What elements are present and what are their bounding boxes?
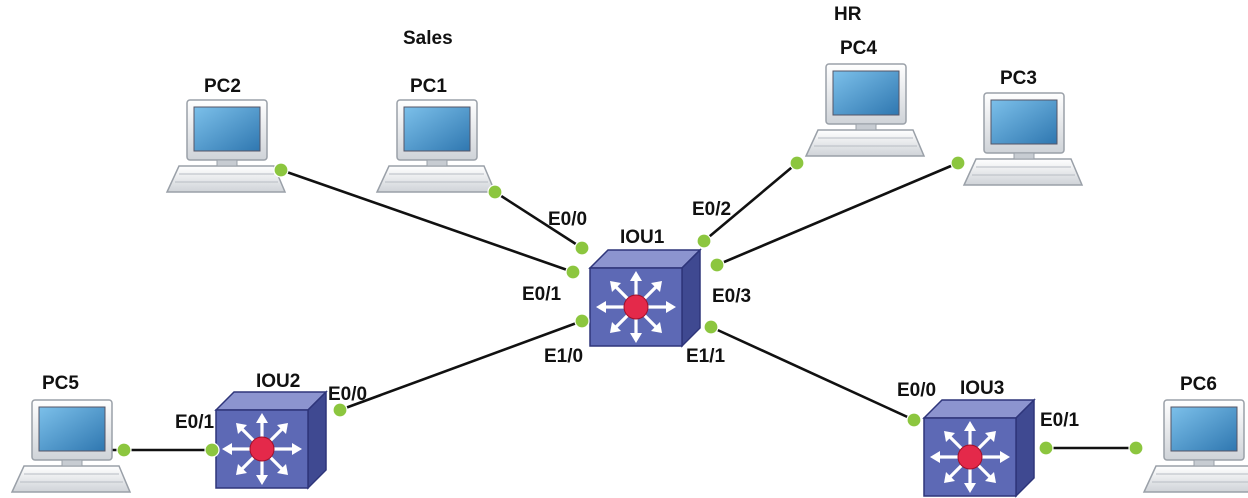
port-label-iou1-e01: E0/1 bbox=[522, 284, 562, 305]
device-label-pc1: PC1 bbox=[410, 76, 447, 97]
port-dot bbox=[1038, 440, 1054, 456]
port-dots bbox=[116, 155, 1144, 458]
link-iou2-iou1 bbox=[339, 319, 583, 412]
port-dot bbox=[204, 442, 220, 458]
link-pc1-iou1 bbox=[494, 190, 583, 250]
link-iou1-iou3 bbox=[710, 325, 915, 422]
port-label-iou2-e01: E0/1 bbox=[175, 412, 215, 433]
pc-icon bbox=[376, 99, 496, 193]
pc-icon bbox=[166, 99, 286, 193]
link-pc4-iou1 bbox=[703, 162, 798, 242]
pc-node-pc5[interactable] bbox=[11, 399, 131, 493]
port-dot bbox=[703, 319, 719, 335]
link-pc2-iou1 bbox=[280, 168, 574, 274]
switch-node-iou3[interactable] bbox=[922, 398, 1036, 498]
port-label-iou3-e01: E0/1 bbox=[1040, 410, 1080, 431]
port-dot bbox=[487, 184, 503, 200]
port-dot bbox=[950, 155, 966, 171]
device-label-pc6: PC6 bbox=[1180, 374, 1217, 395]
pc-node-pc2[interactable] bbox=[166, 99, 286, 193]
port-label-iou1-e03: E0/3 bbox=[712, 286, 751, 307]
port-dot bbox=[696, 233, 712, 249]
pc-icon bbox=[1143, 399, 1248, 493]
link-pc3-iou1 bbox=[716, 161, 959, 267]
device-label-iou2: IOU2 bbox=[256, 371, 300, 392]
device-label-iou1: IOU1 bbox=[620, 227, 665, 248]
port-dot bbox=[574, 240, 590, 256]
port-label-iou1-e00: E0/0 bbox=[548, 209, 587, 230]
multilayer-switch-icon bbox=[214, 390, 328, 490]
device-label-pc5: PC5 bbox=[42, 373, 79, 394]
switch-node-iou2[interactable] bbox=[214, 390, 328, 490]
pc-icon bbox=[11, 399, 131, 493]
pc-icon bbox=[963, 92, 1083, 186]
multilayer-switch-icon bbox=[922, 398, 1036, 498]
port-label-iou1-e11: E1/1 bbox=[686, 346, 726, 367]
device-label-pc4: PC4 bbox=[840, 38, 877, 59]
device-label-pc3: PC3 bbox=[1000, 68, 1037, 89]
port-dot bbox=[273, 162, 289, 178]
device-label-pc2: PC2 bbox=[204, 76, 241, 97]
switch-node-iou1[interactable] bbox=[588, 248, 702, 348]
port-label-iou2-e00: E0/0 bbox=[328, 384, 367, 405]
pc-node-pc6[interactable] bbox=[1143, 399, 1248, 493]
pc-node-pc3[interactable] bbox=[963, 92, 1083, 186]
port-dot bbox=[116, 442, 132, 458]
port-dot bbox=[574, 313, 590, 329]
group-label-sales: Sales bbox=[403, 28, 453, 49]
port-dot bbox=[565, 264, 581, 280]
port-dot bbox=[709, 257, 725, 273]
group-label-hr: HR bbox=[834, 4, 862, 25]
port-label-iou1-e10: E1/0 bbox=[544, 346, 583, 367]
pc-node-pc1[interactable] bbox=[376, 99, 496, 193]
port-label-iou3-e00: E0/0 bbox=[897, 380, 936, 401]
device-label-iou3: IOU3 bbox=[960, 378, 1004, 399]
pc-icon bbox=[805, 63, 925, 157]
port-label-iou1-e02: E0/2 bbox=[692, 199, 731, 220]
port-dot bbox=[906, 412, 922, 428]
port-dot bbox=[332, 402, 348, 418]
links bbox=[100, 161, 1136, 452]
port-dot bbox=[1128, 440, 1144, 456]
multilayer-switch-icon bbox=[588, 248, 702, 348]
port-dot bbox=[789, 155, 805, 171]
pc-node-pc4[interactable] bbox=[805, 63, 925, 157]
